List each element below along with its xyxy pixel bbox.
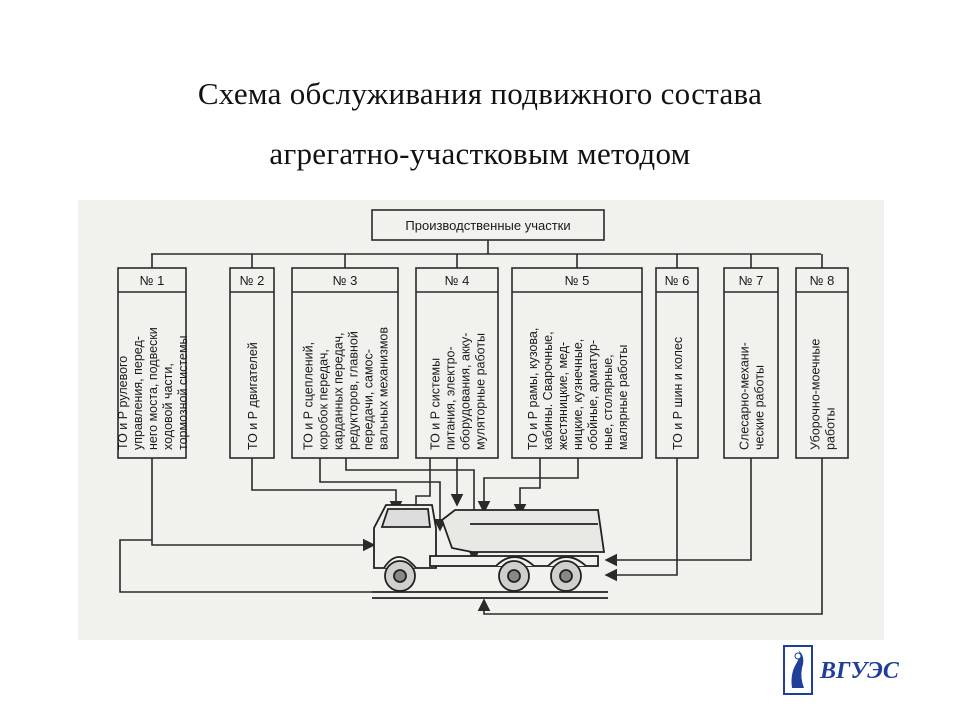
section-5-text-line: жестяницкие, мед-: [556, 342, 570, 450]
section-number-4: № 4: [445, 273, 470, 288]
university-logo: ВГУЭС: [783, 645, 900, 695]
section-number-5: № 5: [565, 273, 590, 288]
flow-arrow: [477, 458, 823, 615]
section-5-text-line: ницкие, кузнечные,: [571, 339, 585, 450]
section-3-text-line: ТО и Р сцеплений,: [302, 342, 316, 450]
dump-truck-illustration: [372, 504, 608, 599]
section-5-text-line: обойные, арматур-: [586, 340, 600, 450]
section-6-text-line: ТО и Р шин и колес: [671, 337, 685, 450]
flow-arrow: [251, 458, 403, 514]
svg-text:ВГУЭС: ВГУЭС: [819, 658, 900, 684]
section-number-8: № 8: [810, 273, 835, 288]
section-number-2: № 2: [240, 273, 265, 288]
section-5-text-line: малярные работы: [616, 345, 630, 450]
flow-arrow: [513, 458, 541, 517]
section-3-text-line: вальных механизмов: [377, 327, 391, 450]
page-title-line-1: Схема обслуживания подвижного состава: [197, 76, 763, 111]
section-1-text-line: ходовой части,: [161, 363, 175, 450]
section-4-text-line: питания, электро-: [444, 346, 458, 450]
flow-arrow: [119, 539, 372, 593]
section-1-text-line: управления, перед-: [131, 336, 145, 450]
section-4-text-line: ТО и Р системы: [429, 358, 443, 450]
flow-arrow: [604, 458, 752, 567]
section-1-text-line: тормозной системы: [176, 335, 190, 450]
section-box-5: [511, 267, 643, 459]
section-3-text-line: карданных передач,: [332, 333, 346, 450]
section-3-text-line: коробок передач,: [317, 349, 331, 450]
section-1-text-line: ТО и Р рулевого: [116, 356, 130, 450]
flow-arrow: [151, 458, 376, 552]
section-5-text-line: ные, столярные,: [601, 354, 615, 450]
root-box-label: Производственные участки: [405, 218, 570, 233]
section-number-7: № 7: [739, 273, 764, 288]
flow-arrow: [604, 458, 678, 582]
section-4-text-line: оборудования, акку-: [459, 333, 473, 450]
section-2-text-line: ТО и Р двигателей: [246, 342, 260, 450]
section-8-text-line: работы: [824, 408, 838, 450]
section-7-text-line: Слесарно-механи-: [738, 342, 752, 450]
section-5-text-line: кабины. Сварочные,: [541, 331, 555, 450]
section-number-6: № 6: [665, 273, 690, 288]
section-box-3: [291, 267, 399, 459]
flow-arrow: [319, 458, 447, 532]
section-3-text-line: передачи, самос-: [362, 349, 376, 450]
section-4-text-line: муляторные работы: [474, 333, 488, 450]
section-8-text-line: Уборочно-моечные: [809, 339, 823, 450]
section-number-1: № 1: [140, 273, 165, 288]
flow-arrow: [477, 458, 579, 514]
section-5-text-line: ТО и Р рамы, кузова,: [526, 328, 540, 450]
section-number-3: № 3: [333, 273, 358, 288]
section-3-text-line: редукторов, главной: [347, 331, 361, 450]
section-1-text-line: него моста, подвески: [146, 327, 160, 450]
section-7-text-line: ческие работы: [753, 365, 767, 450]
page-title-line-2: агрегатно-участковым методом: [269, 136, 691, 171]
